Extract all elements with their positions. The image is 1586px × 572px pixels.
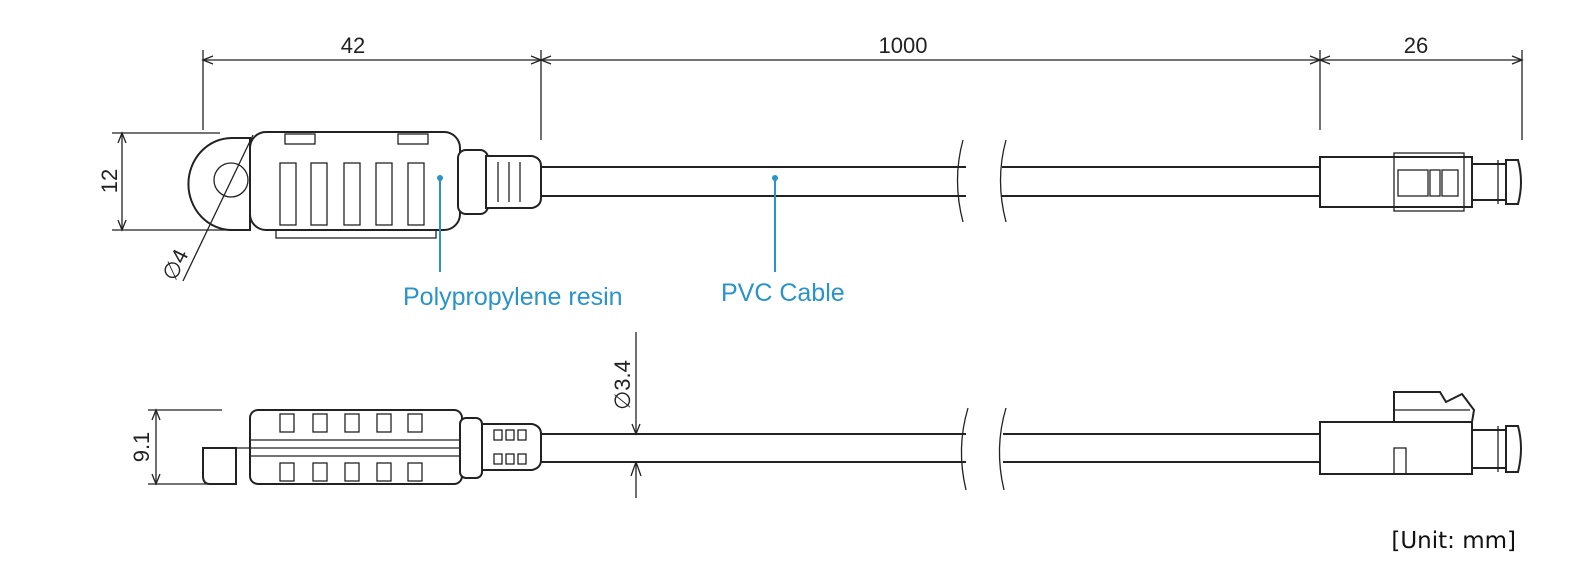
connector-body	[1319, 156, 1473, 208]
strain-relief-collar	[457, 149, 489, 215]
break-line	[960, 407, 969, 491]
callout-dot	[437, 175, 443, 181]
dim-cable-length: 1000	[879, 33, 928, 58]
connector-latch-outline	[1393, 152, 1465, 212]
unit-note: [Unit: mm]	[1391, 528, 1516, 554]
strain-relief-side	[481, 423, 542, 471]
dim-sensor-thickness: 9.1	[129, 432, 154, 463]
hole-leader-line	[182, 134, 254, 282]
top-view: 42 1000 26 12 ∅4	[97, 33, 1524, 311]
connector-latch	[1393, 391, 1476, 423]
housing-base	[275, 229, 437, 239]
sensor-housing-side	[249, 409, 463, 485]
dim-hole-diameter: ∅4	[157, 245, 193, 284]
sensor-housing	[249, 131, 461, 231]
break-line	[999, 139, 1007, 223]
callout-sensor-material: Polypropylene resin	[403, 283, 623, 311]
connector-plug-side	[1471, 429, 1507, 469]
break-line	[956, 139, 964, 223]
strain-relief-ribs	[497, 162, 521, 202]
mounting-hole	[213, 162, 249, 198]
dim-connector-length: 26	[1404, 33, 1428, 58]
callout-cable-material: PVC Cable	[721, 279, 845, 307]
connector-window	[1397, 169, 1429, 197]
connector-window	[1429, 169, 1441, 197]
mounting-tab-side	[202, 447, 237, 485]
callout-dot	[772, 175, 778, 181]
mounting-tab	[187, 137, 251, 231]
connector-key	[1393, 447, 1407, 475]
connector-tip-side	[1505, 425, 1522, 473]
break-line	[998, 407, 1007, 491]
dim-sensor-length: 42	[341, 33, 365, 58]
housing-clip	[284, 133, 316, 145]
vent-slots-side	[279, 413, 423, 482]
strain-relief-collar-side	[459, 417, 483, 479]
dim-cable-diameter: ∅3.4	[610, 360, 635, 410]
side-view: 9.1	[129, 332, 1522, 498]
strain-relief	[485, 155, 542, 209]
connector-plug	[1471, 163, 1507, 201]
vent-slots	[279, 162, 425, 226]
connector-tip	[1505, 159, 1522, 205]
connector-window	[1441, 169, 1459, 197]
strain-relief-ribs-side	[493, 429, 527, 465]
housing-clip	[397, 133, 429, 145]
dim-sensor-height: 12	[97, 169, 122, 193]
